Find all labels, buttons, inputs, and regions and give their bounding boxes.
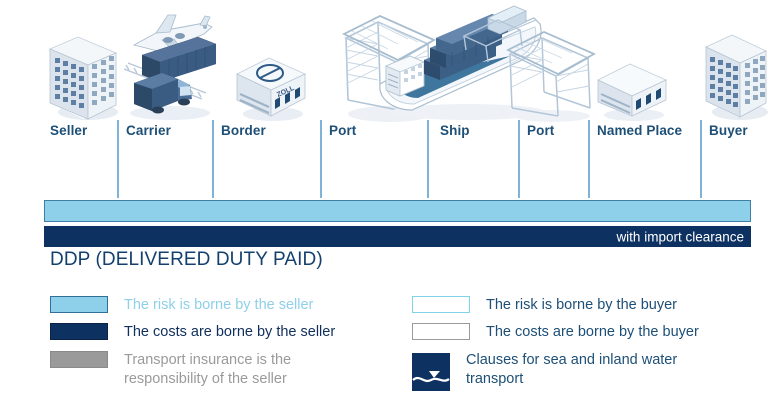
divider-port-right (518, 120, 520, 198)
divider-named-place (588, 120, 590, 198)
node-label-border: Border (221, 123, 266, 138)
cost-bar-note: with import clearance (616, 229, 744, 244)
legend-label-risk-seller: The risk is borne by the seller (124, 297, 314, 313)
transport-chain-icons: ZOLL (0, 0, 773, 122)
sea-transport-icon (412, 353, 450, 391)
wave-boat-icon (412, 371, 450, 383)
legend-swatch-cost-seller (50, 323, 108, 340)
legend: The risk is borne by the seller The cost… (0, 296, 773, 411)
responsibility-bars: with import clearance (0, 196, 773, 247)
legend-label-risk-buyer: The risk is borne by the buyer (486, 297, 678, 313)
customs-office-icon: ZOLL (236, 57, 306, 121)
node-label-buyer: Buyer (709, 123, 748, 138)
plane-train-truck-icon (123, 14, 216, 120)
legend-swatch-cost-buyer (412, 323, 470, 340)
legend-swatch-risk-buyer (412, 296, 470, 313)
node-label-port-right: Port (527, 123, 555, 138)
legend-label-cost-seller: The costs are borne by the seller (124, 324, 336, 340)
transport-chain-axis: Seller Carrier Border Port Ship Port Nam… (0, 120, 773, 198)
office-building-icon (705, 34, 768, 120)
legend-item-risk-buyer: The risk is borne by the buyer (412, 296, 716, 315)
cost-bar-seller: with import clearance (44, 226, 751, 247)
icon-seller-office-building (44, 17, 122, 122)
legend-label-sea-transport: Clauses for sea and inland water transpo… (466, 352, 678, 387)
icon-carrier-multimodal (112, 7, 222, 122)
legend-item-insurance-seller: Transport insurance is the responsibilit… (50, 351, 354, 389)
risk-bar-seller (44, 200, 751, 222)
office-building-icon (48, 36, 118, 120)
gantry-crane-icon (506, 31, 596, 122)
legend-swatch-insurance-seller (50, 351, 108, 368)
warehouse-icon (597, 63, 667, 121)
node-label-ship: Ship (440, 123, 470, 138)
legend-item-cost-buyer: The costs are borne by the buyer (412, 323, 716, 342)
legend-label-insurance-seller: Transport insurance is the responsibilit… (124, 352, 292, 387)
legend-label-cost-buyer: The costs are borne by the buyer (486, 324, 699, 340)
legend-swatch-risk-seller (50, 296, 108, 313)
legend-column-seller: The risk is borne by the seller The cost… (50, 296, 354, 397)
icon-port-right-gantry-crane (500, 26, 600, 122)
divider-port-left (320, 120, 322, 198)
container-ship-icon (379, 5, 546, 120)
node-label-named-place: Named Place (597, 123, 683, 138)
divider-border (212, 120, 214, 198)
truck-icon (134, 73, 192, 114)
legend-column-buyer: The risk is borne by the buyer The costs… (412, 296, 716, 399)
page-title: DDP (DELIVERED DUTY PAID) (50, 249, 323, 270)
legend-item-cost-seller: The costs are borne by the seller (50, 323, 354, 342)
divider-carrier (117, 120, 119, 198)
rail-container-icon (123, 37, 216, 100)
node-label-port-left: Port (329, 123, 357, 138)
icon-buyer-office-building (700, 17, 772, 122)
icon-named-place-warehouse (592, 52, 672, 122)
node-label-carrier: Carrier (126, 123, 171, 138)
node-label-seller: Seller (50, 123, 88, 138)
icon-ship-container-vessel (368, 0, 568, 122)
divider-buyer (700, 120, 702, 198)
divider-ship (427, 120, 429, 198)
icon-border-customs-office: ZOLL (229, 44, 311, 122)
legend-item-sea-transport: Clauses for sea and inland water transpo… (412, 351, 716, 391)
ship-superstructure (384, 55, 426, 97)
legend-item-risk-seller: The risk is borne by the seller (50, 296, 354, 315)
